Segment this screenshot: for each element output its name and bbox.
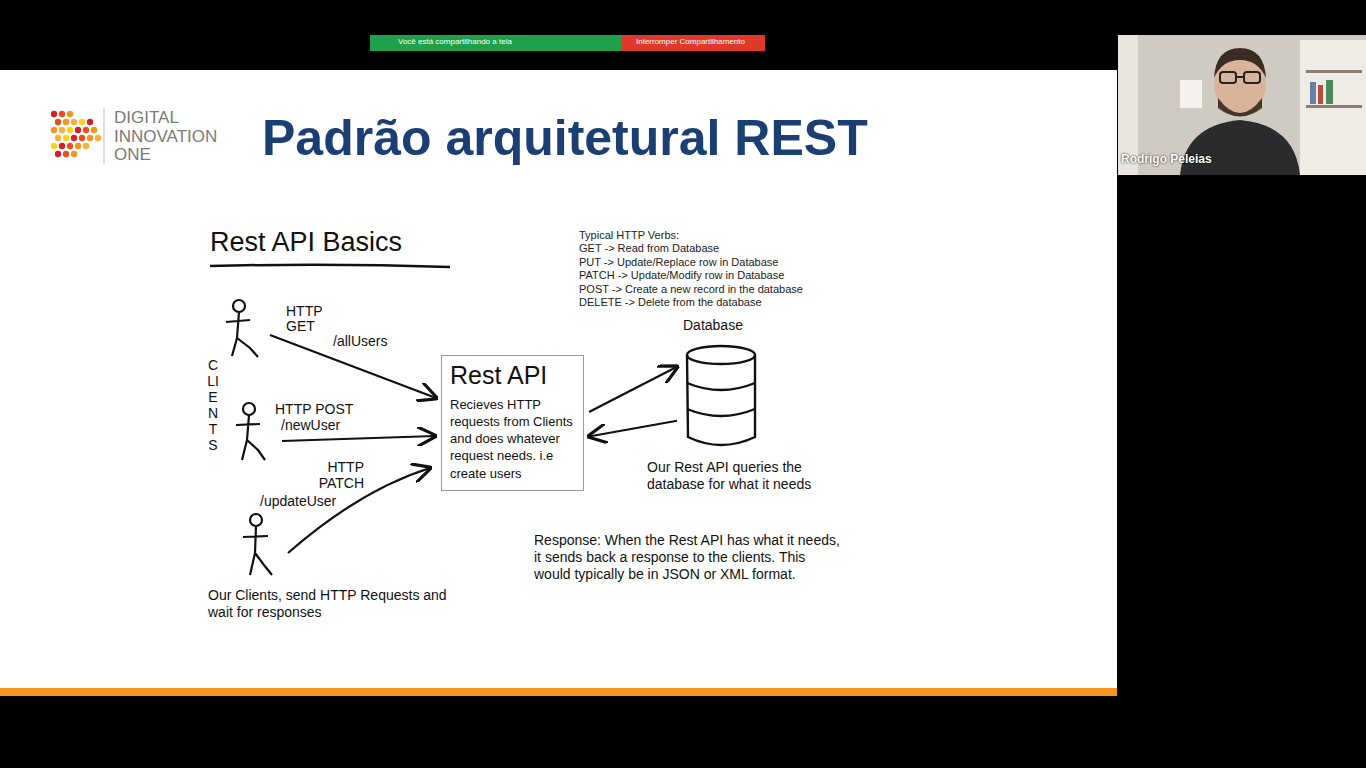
participant-name: Rodrigo Peleias [1121,152,1212,166]
logo-dot [63,119,69,125]
logo-dot [87,135,93,141]
box-body: Recieves HTTP requests from Clients and … [450,396,575,482]
logo-dot [59,143,65,149]
cylinder-shape [680,343,762,451]
verb-line: PATCH -> Update/Modify row in Database [579,269,784,282]
node-heading: Database [680,317,770,333]
logo-dot [91,127,97,133]
logo-dot [87,119,93,125]
note: Response: When the Rest API has what it … [534,532,844,582]
logo-dot [83,143,89,149]
box-heading: Rest API [450,360,575,390]
logo-dot [75,143,81,149]
logo-dot [55,119,61,125]
logo-dot [75,127,81,133]
query-arrow [589,367,677,412]
request-path: /newUser [281,417,340,434]
logo-dot [71,151,77,157]
request-path: /updateUser [260,493,336,510]
logo-dot [59,111,65,117]
logo-dot [55,151,61,157]
logo-dot [71,119,77,125]
note: Our Clients, send HTTP Requests and wait… [208,587,468,621]
logo-dot [67,111,73,117]
api-box: Rest API Recieves HTTP requests from Clie… [441,355,584,491]
logo-dot [83,127,89,133]
share-bar [370,35,622,51]
slide-title: Padrão arquitetural REST [262,108,868,168]
slide-background [0,70,1117,690]
logo-dot [95,135,101,141]
diagram-heading: Rest API Basics [210,226,402,258]
webcam [1118,35,1366,175]
logo-dot [79,119,85,125]
logo-dot [71,135,77,141]
request-path: /allUsers [333,333,387,350]
database-cylinder: Database [680,317,770,451]
logo-dot [59,127,65,133]
logo-dot [51,127,57,133]
logo-dot [67,143,73,149]
clients-label: CLIENTS [206,357,220,454]
request-arrows [270,335,436,553]
logo-dot [79,135,85,141]
share-status: Você está compartilhando a tela [398,37,512,47]
logo-dot [67,127,73,133]
stop-share-button [622,35,765,51]
verbs-heading: Typical HTTP Verbs: [579,229,679,242]
verb-line: GET -> Read from Database [579,242,719,255]
logo-divider [104,108,105,164]
verb-line: PUT -> Update/Replace row in Database [579,256,778,269]
stop-share-text: Interromper Compartilhamento [636,37,745,47]
logo-dot [51,111,57,117]
logo-dots [51,111,101,157]
request-label: HTTP PATCH [304,459,364,491]
logo-text: DIGITAL INNOVATION ONE [114,109,239,165]
request-label: HTTP GET [286,304,326,335]
request-label: HTTP POST [275,401,353,418]
logo-dot [63,151,69,157]
orange-bar [0,688,1117,696]
logo-dot [63,135,69,141]
stick-figures [226,300,272,575]
note: Our Rest API queries the database for wh… [647,459,852,493]
verb-line: POST -> Create a new record in the datab… [579,283,803,296]
verb-line: DELETE -> Delete from the database [579,296,762,309]
query-arrow [589,421,677,437]
logo-dot [55,135,61,141]
heading-underline [210,265,450,267]
logo-dot [51,143,57,149]
